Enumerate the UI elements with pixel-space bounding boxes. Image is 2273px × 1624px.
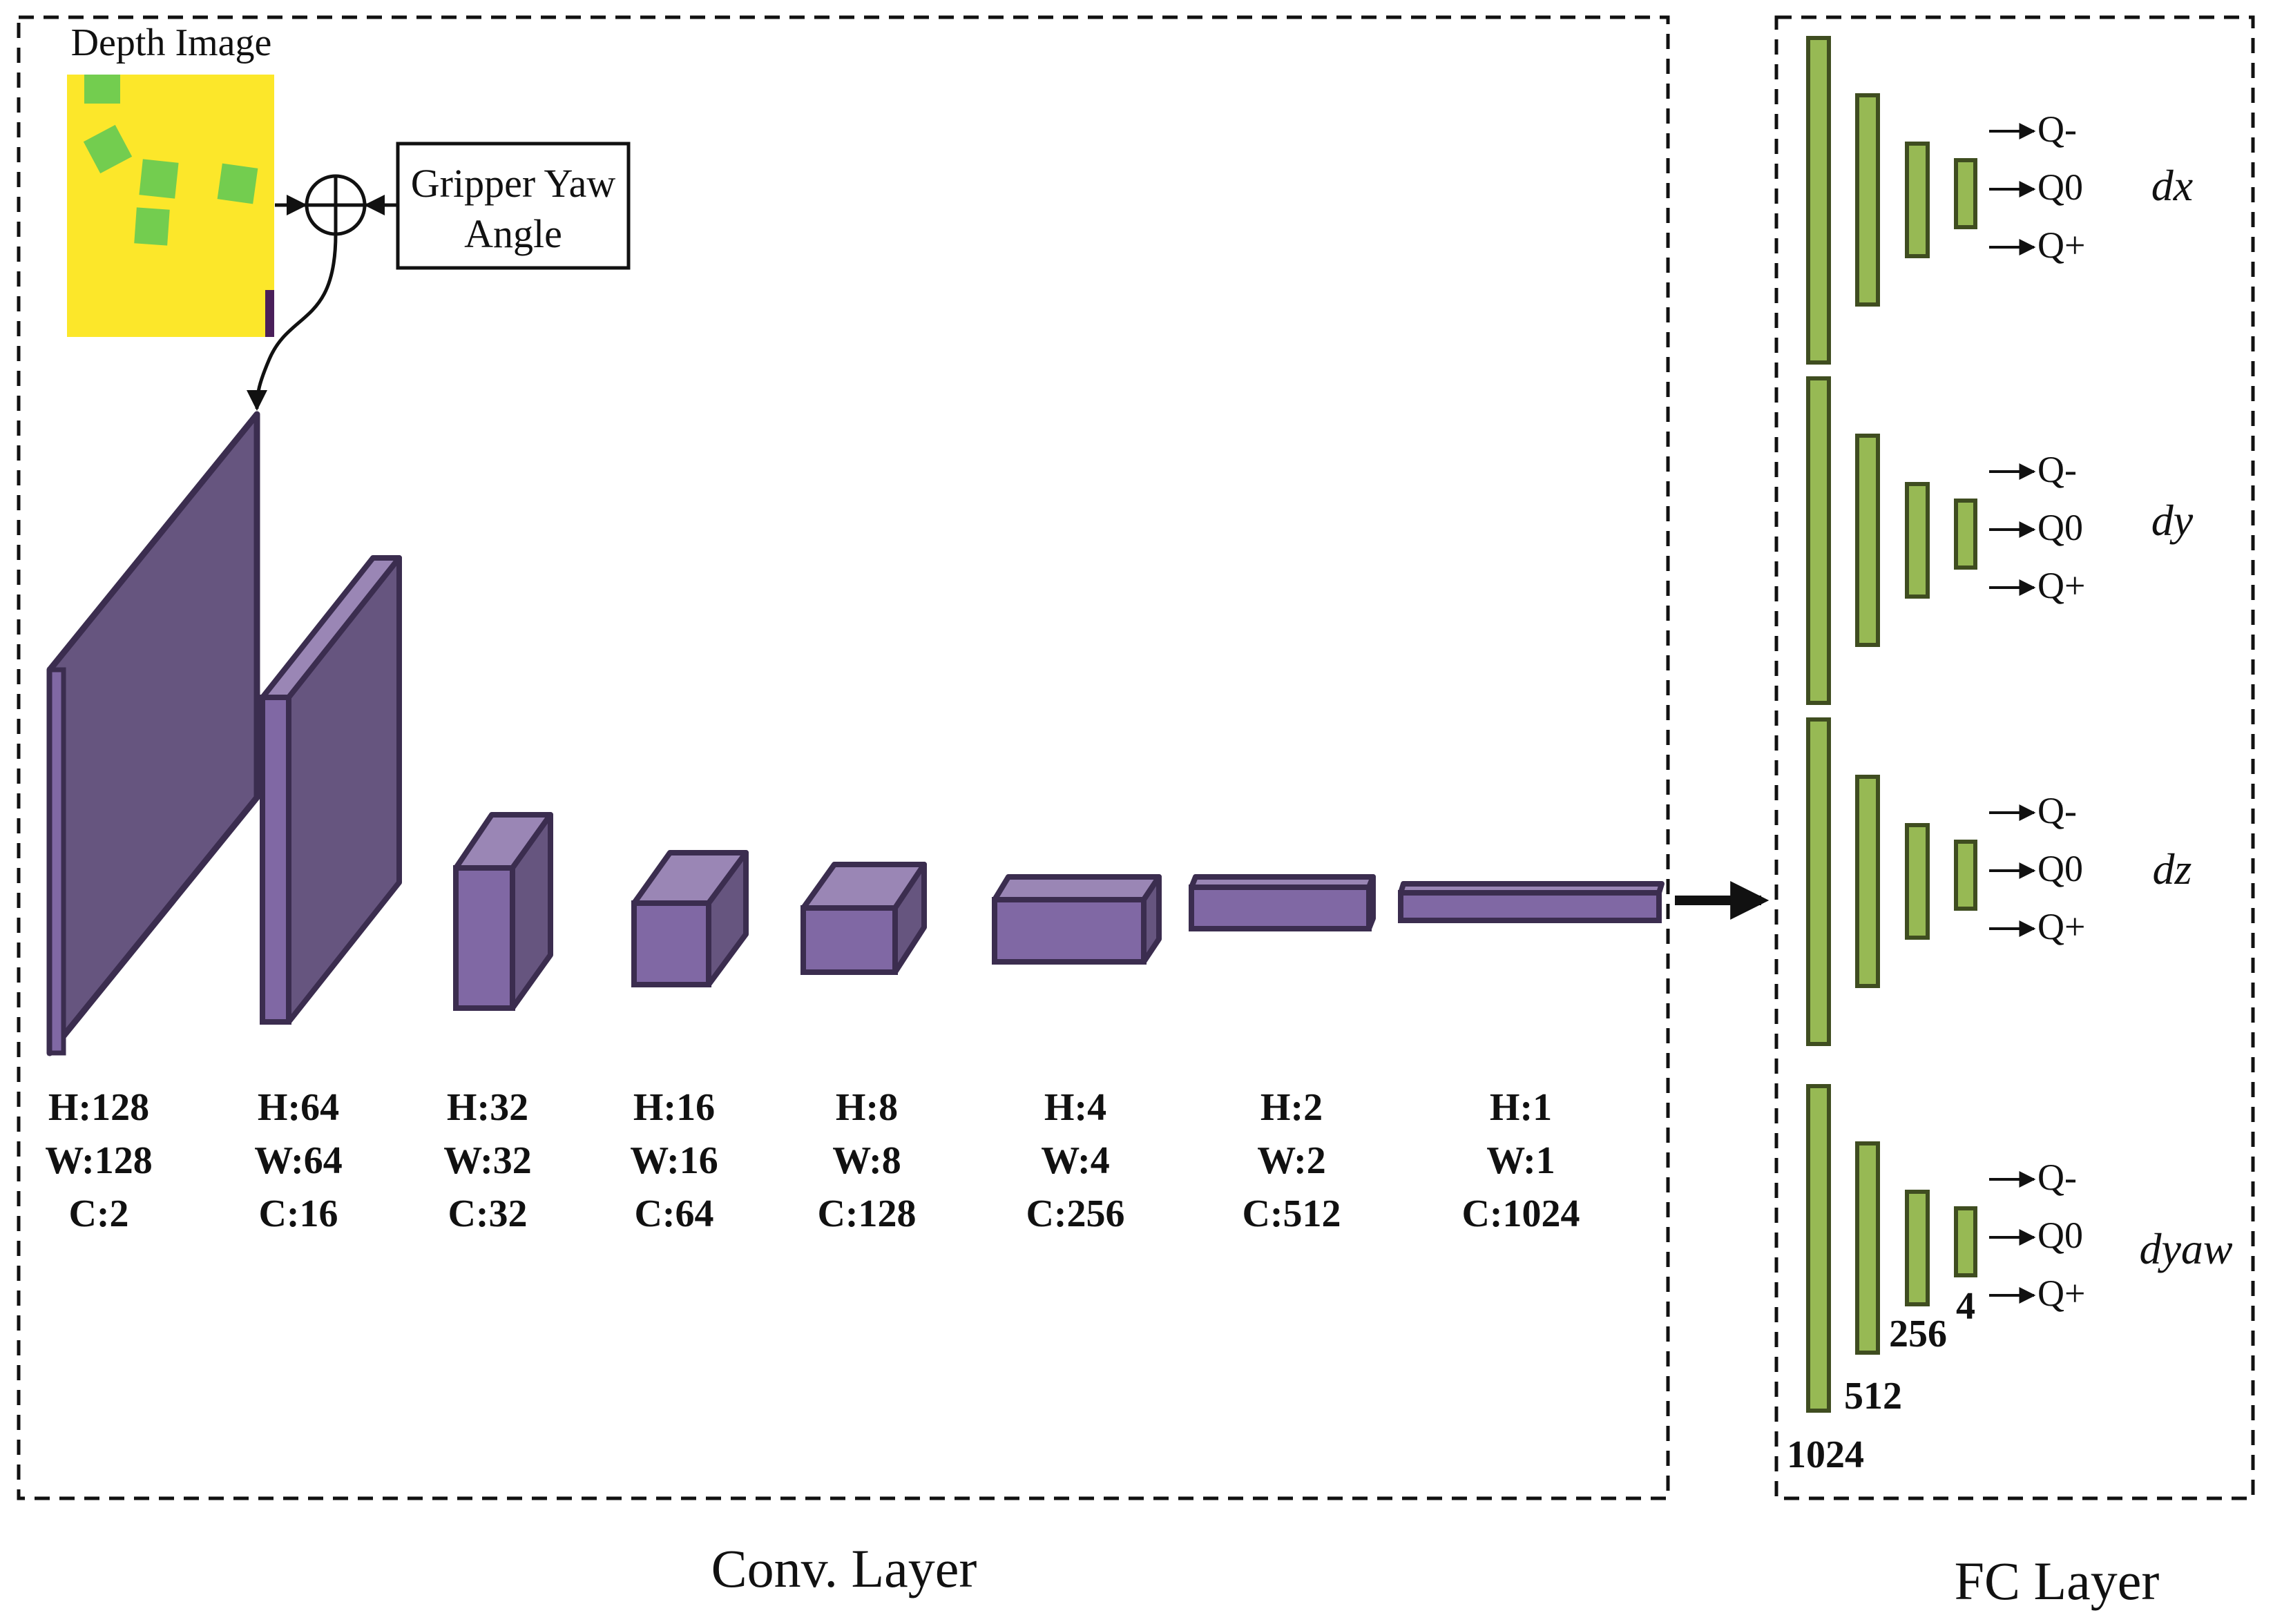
concat-symbol — [305, 174, 367, 236]
fc-bar-dx-2 — [1855, 93, 1880, 307]
conv-layer-2-w: W:64 — [254, 1139, 343, 1182]
fc-bar-dy-1 — [1806, 376, 1831, 705]
fc-output-label: Q- — [2037, 790, 2077, 831]
conv-layer-6-label: H:4 W:4 C:256 — [1026, 1086, 1124, 1235]
gripper-yaw-angle-box — [396, 142, 631, 270]
fc-branch-dz: Q- Q0Q+ dz — [1806, 717, 2192, 1046]
fc-bar-dx-4 — [1954, 158, 1977, 229]
conv-layer-5-h: H:8 — [836, 1086, 898, 1129]
fc-bar-dyaw-4 — [1954, 1206, 1977, 1277]
conv-layer-3-h: H:32 — [447, 1086, 528, 1129]
fc-branch-name: dy — [2151, 496, 2194, 545]
fc-branch-name: dx — [2151, 161, 2193, 210]
fc-output-label: Q- — [2037, 1157, 2077, 1198]
fc-dim-512: 512 — [1844, 1375, 1902, 1418]
conv-layer-7-w: W:2 — [1257, 1139, 1326, 1182]
fc-output-label: Q+ — [2037, 224, 2085, 266]
fc-bar-dz-3 — [1905, 823, 1930, 940]
conv-layer-4-h: H:16 — [633, 1086, 715, 1129]
fc-bar-dx-1 — [1806, 36, 1831, 365]
fc-layer-title: FC Layer — [1955, 1551, 2160, 1611]
fc-dim-256: 256 — [1889, 1313, 1947, 1355]
conv-layer-6-c: C:256 — [1026, 1192, 1124, 1235]
conv-layer-6-h: H:4 — [1044, 1086, 1106, 1129]
fc-layer-group: Q-Q0Q+dxQ-Q0Q+dyQ-Q0Q+dzQ-Q0Q+dyaw — [1806, 36, 2233, 1413]
fc-bar-dy-2 — [1855, 434, 1880, 647]
fc-branch-name: dyaw — [2139, 1224, 2232, 1273]
conv-layer-1 — [46, 411, 260, 1056]
fc-bar-dz-4 — [1954, 840, 1977, 911]
conv-layer-5-c: C:128 — [817, 1192, 916, 1235]
conv-layer-3 — [453, 812, 553, 1011]
conv-layer-7-c: C:512 — [1242, 1192, 1341, 1235]
conv-layer-2 — [260, 555, 402, 1025]
conv-layer-7 — [1189, 874, 1376, 931]
conv-layer-7-label: H:2 W:2 C:512 — [1242, 1086, 1341, 1235]
conv-layer-2-h: H:64 — [258, 1086, 339, 1129]
fc-bar-dy-4 — [1954, 499, 1977, 570]
fc-output-label: Q- — [2037, 449, 2077, 490]
conv-layer-4 — [631, 850, 749, 987]
depth-image — [67, 75, 274, 337]
conv-layer-1-w: W:128 — [45, 1139, 153, 1182]
conv-layer-8 — [1398, 881, 1665, 923]
concat-to-conv-arrow — [247, 233, 338, 411]
fc-output-label: Q0 — [2037, 507, 2083, 548]
fc-output-label: Q+ — [2037, 565, 2085, 606]
conv-layer-6 — [992, 874, 1162, 965]
gripper-yaw-angle-line2: Angle — [464, 211, 562, 256]
fc-section-box — [1774, 15, 2255, 1500]
conv-layer-2-label: H:64 W:64 C:16 — [254, 1086, 343, 1235]
fc-bar-dyaw-3 — [1905, 1190, 1930, 1306]
conv-layer-5-w: W:8 — [832, 1139, 901, 1182]
gripper-yaw-angle-line1: Gripper Yaw — [411, 161, 616, 206]
conv-layer-6-w: W:4 — [1041, 1139, 1110, 1182]
fc-output-label: Q- — [2037, 108, 2077, 150]
conv-layer-title: Conv. Layer — [711, 1538, 977, 1598]
conv-layer-4-w: W:16 — [630, 1139, 718, 1182]
depth-image-title: Depth Image — [71, 21, 272, 64]
fc-bar-dyaw-2 — [1855, 1141, 1880, 1355]
conv-layer-8-c: C:1024 — [1461, 1192, 1580, 1235]
fc-bar-dz-1 — [1806, 717, 1831, 1046]
conv-layer-1-c: C:2 — [68, 1192, 128, 1235]
conv-layer-5-label: H:8 W:8 C:128 — [817, 1086, 916, 1235]
conv-layer-1-label: H:128 W:128 C:2 — [45, 1086, 153, 1235]
conv-layer-4-label: H:16 W:16 C:64 — [630, 1086, 718, 1235]
conv-layer-3-label: H:32 W:32 C:32 — [443, 1086, 532, 1235]
conv-layer-1-h: H:128 — [48, 1086, 149, 1129]
fc-output-label: Q+ — [2037, 906, 2085, 947]
conv-layer-7-h: H:2 — [1260, 1086, 1323, 1129]
conv-section-box — [17, 15, 1670, 1500]
fc-output-label: Q0 — [2037, 848, 2083, 889]
fc-bar-dy-3 — [1905, 482, 1930, 599]
fc-branch-dx: Q- Q0Q+ dx — [1806, 36, 2193, 365]
fc-bar-dyaw-1 — [1806, 1084, 1831, 1413]
fc-branch-name: dz — [2153, 844, 2192, 893]
conv-layer-5 — [800, 862, 927, 975]
conv-layer-8-h: H:1 — [1490, 1086, 1552, 1129]
conv-layer-8-w: W:1 — [1486, 1139, 1555, 1182]
fc-dim-1024: 1024 — [1787, 1433, 1864, 1476]
fc-output-label: Q0 — [2037, 166, 2083, 208]
fc-dim-4: 4 — [1956, 1285, 1975, 1328]
conv-layer-8-label: H:1 W:1 C:1024 — [1461, 1086, 1580, 1235]
conv-layer-3-c: C:32 — [448, 1192, 527, 1235]
fc-output-label: Q+ — [2037, 1273, 2085, 1314]
conv-layer-4-c: C:64 — [634, 1192, 713, 1235]
fc-bar-dz-2 — [1855, 775, 1880, 988]
fc-branch-dyaw: Q- Q0Q+ dyaw — [1806, 1084, 2233, 1413]
fc-branch-dy: Q- Q0Q+ dy — [1806, 376, 2194, 705]
conv-layer-2-c: C:16 — [258, 1192, 338, 1235]
conv-layer-3-w: W:32 — [443, 1139, 532, 1182]
fc-bar-dx-3 — [1905, 142, 1930, 258]
fc-output-label: Q0 — [2037, 1215, 2083, 1256]
